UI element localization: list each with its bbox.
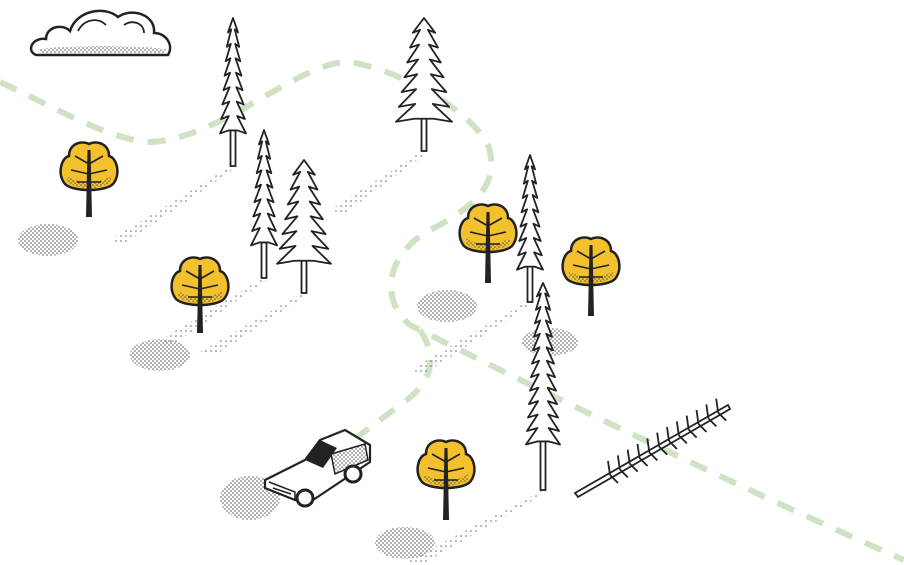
pine-tree-icon	[395, 17, 453, 152]
tree-branches	[572, 250, 610, 278]
tree-branches	[427, 453, 465, 481]
pine-shadow	[110, 165, 237, 244]
cloud-icon	[29, 9, 172, 57]
log-trunk	[573, 403, 732, 499]
dashed-trail	[0, 58, 904, 563]
trail-branch	[338, 328, 434, 453]
trail-path	[0, 58, 904, 563]
pine-foliage	[516, 154, 544, 271]
pine-tree-icon	[250, 129, 278, 279]
log-branches	[607, 398, 727, 484]
pine-foliage	[525, 282, 561, 446]
ground-shadow	[375, 527, 435, 559]
tree-trunk	[197, 265, 203, 333]
tree-branches	[70, 155, 108, 183]
ground-shadow	[417, 290, 477, 322]
pine-shadow	[410, 300, 534, 374]
truck-grille	[268, 481, 296, 500]
pine-trunk	[420, 114, 428, 152]
truck-windshield	[305, 440, 337, 468]
pine-shadow	[400, 490, 547, 565]
pickup-truck-icon	[263, 428, 372, 508]
truck-wheel	[295, 488, 315, 508]
yellow-deciduous-tree-icon	[561, 236, 621, 316]
pine-foliage	[276, 159, 332, 265]
cloud-detail	[77, 19, 145, 34]
tree-trunk	[588, 245, 594, 316]
pine-shadow	[330, 150, 428, 214]
pine-tree-icon	[516, 154, 544, 303]
tree-trunk	[485, 212, 491, 283]
truck-bed	[330, 443, 369, 476]
scene-objects	[29, 9, 732, 520]
tree-trunk	[443, 448, 449, 520]
tree-branches	[469, 217, 507, 245]
tree-branches	[181, 270, 219, 298]
pine-foliage	[250, 129, 278, 247]
pine-trunk	[260, 238, 268, 279]
pine-foliage	[219, 17, 247, 135]
yellow-deciduous-tree-icon	[59, 141, 119, 217]
pine-foliage	[395, 17, 453, 123]
pine-trunk	[526, 262, 534, 303]
pine-tree-icon	[525, 282, 561, 491]
pine-shadow	[200, 292, 308, 356]
yellow-deciduous-tree-icon	[170, 256, 230, 333]
pine-shadow	[160, 278, 267, 344]
yellow-deciduous-tree-icon	[416, 439, 476, 520]
cloud-shade	[40, 46, 166, 53]
pine-trunk	[229, 126, 237, 167]
yellow-deciduous-tree-icon	[458, 203, 518, 283]
pine-trunk	[539, 437, 547, 491]
fallen-log-icon	[573, 398, 732, 499]
pine-tree-icon	[276, 159, 332, 294]
pine-tree-icon	[219, 17, 247, 167]
tree-trunk	[86, 150, 92, 217]
ground-shadow	[130, 339, 190, 371]
ground-shadow	[18, 224, 78, 256]
truck-wheel	[343, 464, 363, 484]
pine-trunk	[300, 256, 308, 294]
